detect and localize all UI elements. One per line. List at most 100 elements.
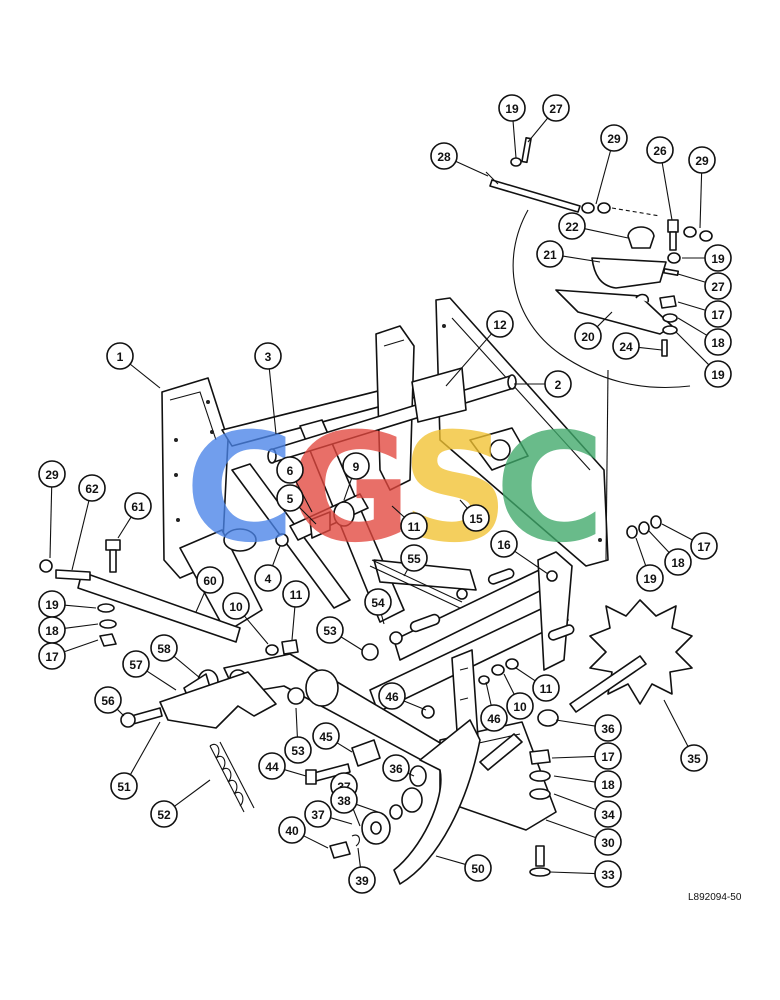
callout-number: 46	[487, 712, 501, 726]
callout-leader-line	[562, 255, 601, 263]
callout-50: 50	[435, 854, 492, 882]
callout-3: 3	[254, 342, 282, 435]
callout-leader-line	[514, 550, 549, 575]
callout-6: 6	[276, 456, 313, 513]
callout-45: 45	[312, 722, 353, 753]
callout-number: 38	[337, 794, 351, 808]
callout-number: 15	[469, 512, 483, 526]
callout-leader-line	[699, 172, 703, 229]
callout-leader-line	[380, 614, 385, 625]
callout-number: 19	[711, 368, 725, 382]
callout-leader-line	[407, 772, 415, 777]
callout-circle	[124, 492, 152, 520]
callout-53: 53	[284, 707, 312, 764]
linkage-assembly	[39, 539, 481, 885]
callout-leader-line	[551, 755, 596, 759]
callout-leader-line	[268, 368, 277, 435]
callout-27: 27	[527, 94, 570, 143]
callout-18: 18	[647, 529, 692, 576]
callout-leader-line	[553, 775, 596, 783]
callout-leader-line	[455, 160, 489, 177]
callout-39: 39	[348, 847, 376, 894]
callout-number: 17	[711, 308, 725, 322]
callout-19: 19	[675, 331, 732, 388]
callout-circle	[222, 592, 250, 620]
callout-22: 22	[558, 212, 629, 240]
callout-leader-line	[356, 803, 379, 813]
callout-circle	[594, 714, 622, 742]
callout-leader-line	[663, 699, 689, 747]
callout-circle	[646, 136, 674, 164]
callout-29: 29	[688, 146, 716, 229]
callout-number: 18	[671, 556, 685, 570]
callout-number: 18	[601, 778, 615, 792]
shaft-assembly	[267, 367, 517, 464]
callout-circle	[594, 828, 622, 856]
callout-circle	[680, 744, 708, 772]
callout-number: 44	[265, 760, 279, 774]
callout-number: 19	[505, 102, 519, 116]
callout-circle	[594, 860, 622, 888]
callout-number: 30	[601, 836, 615, 850]
callout-circle	[542, 94, 570, 122]
callout-leader-line	[64, 604, 97, 609]
callout-circle	[430, 142, 458, 170]
callout-leader-line	[677, 273, 706, 283]
callout-leader-line	[661, 523, 693, 541]
callout-leader-line	[336, 742, 353, 753]
callout-leader-line	[64, 623, 99, 629]
callout-circle	[490, 530, 518, 558]
callout-circle	[594, 742, 622, 770]
callout-circle	[690, 532, 718, 560]
callout-circle	[316, 616, 344, 644]
callout-leader-line	[435, 855, 466, 865]
callout-circle	[704, 360, 732, 388]
callout-60: 60	[195, 566, 224, 613]
callout-number: 9	[353, 460, 360, 474]
callout-number: 3	[265, 350, 272, 364]
callout-46: 46	[480, 681, 508, 732]
callout-20: 20	[574, 311, 613, 350]
callout-number: 35	[687, 752, 701, 766]
callout-leader-line	[675, 331, 710, 366]
callout-40: 40	[278, 816, 329, 849]
callout-circle	[636, 564, 664, 592]
callout-26: 26	[646, 136, 674, 221]
callout-circle	[342, 452, 370, 480]
callout-number: 27	[711, 280, 725, 294]
callout-leader-line	[512, 120, 517, 159]
callout-19: 19	[38, 590, 97, 618]
watermark-letter-g: G	[288, 402, 411, 576]
callout-number: 11	[540, 682, 553, 696]
callout-circle	[304, 800, 332, 828]
callout-leader-line	[635, 537, 647, 566]
callout-circle	[486, 310, 514, 338]
callout-circle	[364, 588, 392, 616]
watermark: C G S C	[185, 402, 605, 576]
callout-38: 38	[330, 786, 379, 814]
callout-leader-line	[64, 639, 99, 653]
callout-17: 17	[551, 742, 622, 770]
callout-leader-line	[677, 301, 706, 311]
callout-number: 50	[471, 862, 485, 876]
callout-circle	[94, 686, 122, 714]
callout-circle	[594, 770, 622, 798]
callout-leader-line	[117, 516, 132, 539]
callout-circle	[258, 752, 286, 780]
callout-leader-line	[303, 835, 329, 849]
callout-leader-line	[129, 363, 161, 389]
callout-circle	[704, 300, 732, 328]
callout-number: 11	[408, 520, 421, 534]
callout-circle	[38, 642, 66, 670]
callout-circle	[78, 474, 106, 502]
callout-leader-line	[330, 817, 353, 825]
callout-5: 5	[276, 484, 317, 525]
callout-leader-line	[174, 779, 211, 807]
callout-leader-line	[49, 486, 53, 559]
callout-9: 9	[342, 452, 370, 501]
callout-number: 19	[711, 252, 725, 266]
callout-circle	[704, 328, 732, 356]
callout-leader-line	[195, 591, 206, 613]
callout-number: 54	[371, 596, 385, 610]
callout-19: 19	[498, 94, 526, 159]
